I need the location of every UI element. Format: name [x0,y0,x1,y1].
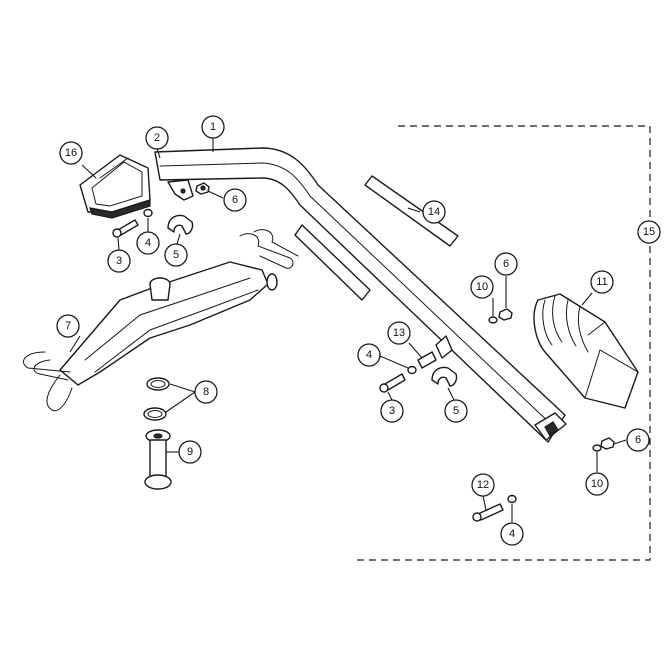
callout-7: 7 [56,314,80,338]
svg-text:2: 2 [154,132,160,144]
part-nut-top [195,182,210,195]
part-washer-bottom [507,494,517,504]
part-washer-10-top [488,316,498,324]
callout-3-left: 3 [107,249,131,273]
svg-text:4: 4 [145,237,151,249]
svg-text:14: 14 [428,206,440,218]
part-clip-mid [431,366,458,387]
callout-2: 2 [145,126,169,150]
callout-1: 1 [201,115,225,139]
callout-6-top: 6 [223,188,247,212]
callout-4-left: 4 [136,231,160,255]
svg-text:13: 13 [393,327,405,339]
callout-5-mid: 5 [444,399,468,423]
leader-lines [69,138,627,522]
svg-text:15: 15 [643,226,655,238]
part-rings [143,377,170,421]
callout-11: 11 [590,270,614,294]
callout-5-left: 5 [164,243,188,267]
svg-text:3: 3 [389,405,395,417]
part-bolt-13 [417,351,437,369]
callout-16: 16 [59,141,83,165]
svg-text:5: 5 [453,405,459,417]
svg-text:8: 8 [203,386,209,398]
svg-text:6: 6 [635,434,641,446]
callout-13: 13 [387,321,411,345]
svg-text:10: 10 [591,478,603,490]
part-grip [533,293,639,409]
part-bolt-mid [379,373,406,393]
svg-text:6: 6 [503,258,509,270]
svg-text:6: 6 [232,194,238,206]
part-tube-handle [154,147,567,443]
part-washer-10-bottom [592,444,602,452]
part-drawbar [23,229,299,412]
callout-6-bottom: 6 [626,428,650,452]
part-bracket [167,179,194,201]
part-bolt-left [112,219,139,238]
callout-10-bottom: 10 [585,472,609,496]
callout-14: 14 [422,200,446,224]
part-decal-strips [294,175,459,301]
part-washer-mid [407,365,417,375]
svg-text:1: 1 [210,121,216,133]
part-hitch-pin [144,429,172,490]
svg-text:10: 10 [476,281,488,293]
svg-text:11: 11 [596,276,607,288]
callout-4-bottom: 4 [500,522,524,546]
svg-text:4: 4 [366,349,372,361]
svg-text:7: 7 [65,320,71,332]
svg-text:4: 4 [509,528,515,540]
kit-boundary-dashed [355,125,651,561]
svg-text:3: 3 [116,255,122,267]
part-nut-bottom [600,437,615,450]
svg-text:9: 9 [187,446,193,458]
svg-text:16: 16 [65,147,77,159]
part-nut-mid [498,308,513,321]
callout-6-mid: 6 [494,252,518,276]
part-hitch-cover [79,154,151,219]
callout-12: 12 [471,473,495,497]
callout-10-top: 10 [470,275,494,299]
svg-text:5: 5 [173,249,179,261]
callout-8: 8 [194,380,218,404]
callout-15: 15 [637,220,661,244]
callout-9: 9 [178,440,202,464]
callout-3-mid: 3 [380,399,404,423]
part-washer-left [143,208,153,218]
part-bolt-12 [472,503,504,522]
part-clip-left [167,214,194,235]
svg-text:12: 12 [477,479,489,491]
callout-4-mid: 4 [357,343,381,367]
